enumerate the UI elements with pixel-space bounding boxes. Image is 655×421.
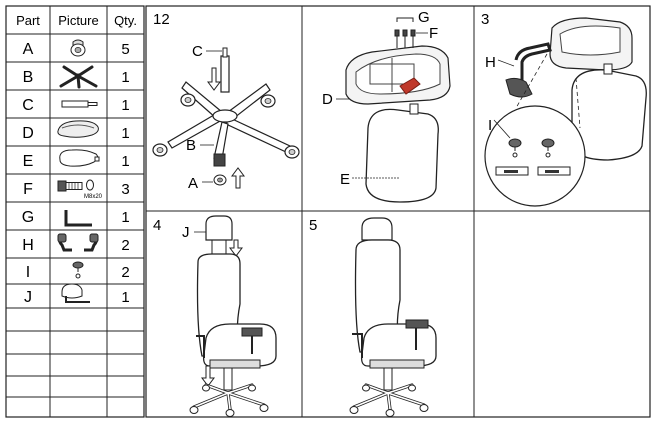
step-number: 4	[153, 217, 161, 234]
part-letter: F	[23, 181, 33, 198]
part-qty: 5	[121, 41, 129, 58]
callout-label: C	[192, 43, 203, 60]
header-qty: Qty.	[114, 13, 137, 28]
part-letter: C	[22, 97, 34, 114]
parts-table: Part Picture Qty. A 5 B 1 C 1 D 1 E 1 F …	[5, 5, 145, 418]
callout-label: B	[186, 137, 196, 154]
callout-label: I	[488, 117, 492, 134]
part-letter: B	[23, 69, 34, 86]
knob-detail-left	[495, 138, 529, 176]
step-panel-armrests: 3 H I	[481, 11, 647, 207]
base-star-icon	[59, 65, 98, 89]
callout-label: A	[188, 175, 198, 192]
part-qty: 3	[121, 181, 129, 198]
steps-grid	[145, 5, 651, 418]
part-letter: A	[23, 41, 34, 58]
step-panel-finished: 5	[309, 217, 437, 419]
callout-label: E	[340, 171, 350, 188]
part-letter: G	[22, 209, 34, 226]
step-number: 5	[309, 217, 317, 234]
callout-label: H	[485, 54, 496, 71]
part-qty: 1	[121, 69, 129, 86]
step-panel-base: 12 C B A	[152, 11, 300, 192]
part-letter: H	[22, 237, 34, 254]
part-qty: 1	[121, 209, 129, 226]
part-letter: J	[24, 289, 32, 306]
part-qty: 1	[121, 125, 129, 142]
header-part: Part	[16, 13, 40, 28]
step-panel-headrest: 4 J	[153, 215, 277, 419]
gas-lift-icon	[61, 100, 98, 108]
allen-key-icon	[64, 210, 92, 227]
part-letter: I	[26, 264, 30, 281]
knob-icon	[72, 261, 84, 279]
step-number: 3	[481, 11, 489, 28]
headrest-icon	[61, 283, 90, 303]
callout-label: D	[322, 91, 333, 108]
seat-cushion-icon	[59, 149, 100, 167]
part-qty: 2	[121, 237, 129, 254]
header-picture: Picture	[58, 13, 98, 28]
callout-label: J	[182, 224, 190, 241]
part-qty: 1	[121, 97, 129, 114]
step-panel-mechanism: G F D E	[322, 9, 451, 203]
step-number: 12	[153, 11, 170, 28]
seat-mechanism-icon	[57, 120, 99, 138]
part-letter: E	[23, 153, 34, 170]
part-qty: 1	[121, 289, 129, 306]
caster-icon	[70, 39, 86, 57]
part-letter: D	[22, 125, 34, 142]
knob-detail-right	[537, 138, 571, 176]
bolt-icon	[57, 179, 94, 192]
callout-label: G	[418, 9, 430, 26]
bolt-size-label: M8x20	[84, 194, 103, 200]
armrest-icon	[57, 233, 99, 252]
part-qty: 1	[121, 153, 129, 170]
part-qty: 2	[121, 264, 129, 281]
callout-label: F	[429, 25, 438, 42]
